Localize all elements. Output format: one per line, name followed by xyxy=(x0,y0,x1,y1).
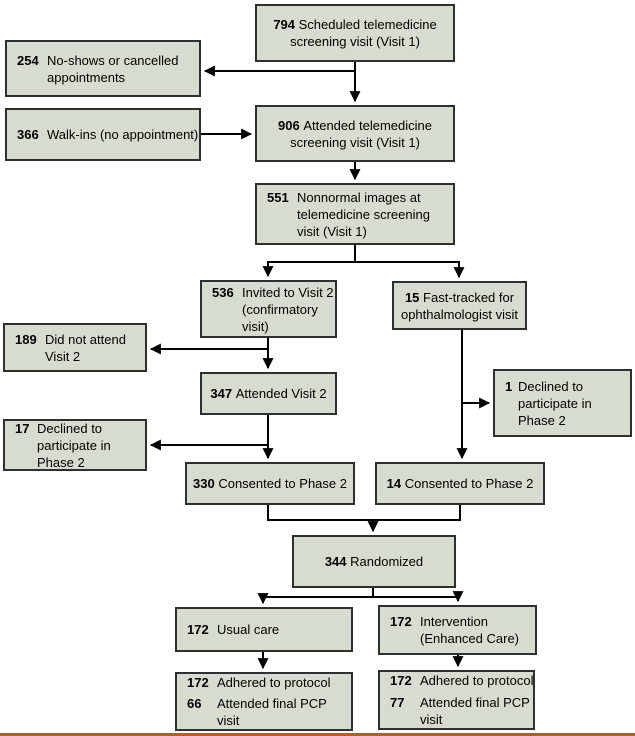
box-entry: 172 Intervention (Enhanced Care) xyxy=(380,613,535,647)
box-entry: 1 Declined to participate in Phase 2 xyxy=(495,378,630,429)
box-declined-visit2: 17 Declined to participate in Phase 2 xyxy=(3,419,147,471)
box-usual-care: 172 Usual care xyxy=(175,607,353,652)
count-value: 172 xyxy=(187,622,209,637)
count-value: 1 xyxy=(505,378,513,394)
count-value: 536 xyxy=(212,284,234,300)
count-value: 15 xyxy=(404,289,420,305)
count-value: 366 xyxy=(17,127,39,142)
count-value: 344 xyxy=(324,554,347,569)
box-nonnormal-images: 551 Nonnormal images at telemedicine scre… xyxy=(255,183,455,245)
count-value: 14 xyxy=(386,476,402,491)
count-label: Walk-ins (no appointment) xyxy=(47,127,199,142)
count-value: 66 xyxy=(187,696,202,711)
count-value: 347 xyxy=(210,386,233,401)
box-intervention: 172 Intervention (Enhanced Care) xyxy=(378,605,537,655)
count-value: 77 xyxy=(390,695,405,710)
box-entry: 66 Attended final PCP visit xyxy=(177,695,351,729)
count-value: 172 xyxy=(187,675,209,690)
box-entry: 172 Adhered to protocol xyxy=(177,674,351,691)
count-label: Randomized xyxy=(350,554,424,569)
count-label: Declined to participate in Phase 2 xyxy=(37,420,111,470)
box-usual-care-outcomes: 172 Adhered to protocol 66 Attended final … xyxy=(175,672,353,731)
count-value: 551 xyxy=(267,189,289,205)
count-label: Declined to participate in Phase 2 xyxy=(518,378,592,428)
box-entry: 17 Declined to participate in Phase 2 xyxy=(5,420,145,471)
count-label: Consented to Phase 2 xyxy=(218,476,347,491)
count-value: 172 xyxy=(390,673,412,688)
box-entry: 172 Adhered to protocol xyxy=(380,672,533,689)
box-entry: 536 Invited to Visit 2 (confirmatory visi… xyxy=(202,284,335,335)
box-invited-visit2: 536 Invited to Visit 2 (confirmatory visi… xyxy=(200,280,337,338)
box-entry: 189 Did not attend Visit 2 xyxy=(5,331,145,365)
count-value: 906 xyxy=(278,117,300,133)
box-entry: 254 No-shows or cancelled appointments xyxy=(7,52,199,86)
count-value: 794 xyxy=(273,17,296,32)
box-walk-ins: 366 Walk-ins (no appointment) xyxy=(5,108,201,161)
count-label: Scheduled telemedicine screening visit (… xyxy=(290,17,437,49)
count-label: Fast-tracked for ophthalmologist visit xyxy=(400,289,519,322)
count-label: Consented to Phase 2 xyxy=(404,476,534,491)
count-label: Attended telemedicine screening visit (V… xyxy=(290,117,432,150)
box-no-shows: 254 No-shows or cancelled appointments xyxy=(5,40,201,97)
box-entry: 551 Nonnormal images at telemedicine scre… xyxy=(257,189,453,240)
count-value: 189 xyxy=(15,331,37,347)
count-label: Attended Visit 2 xyxy=(235,386,327,401)
count-value: 254 xyxy=(17,52,39,68)
count-label: Usual care xyxy=(217,622,280,637)
bottom-border-line xyxy=(0,733,635,736)
box-did-not-attend-visit2: 189 Did not attend Visit 2 xyxy=(3,323,147,372)
connector-junction-lines xyxy=(262,245,461,598)
count-value: 330 xyxy=(193,476,215,491)
box-intervention-outcomes: 172 Adhered to protocol 77 Attended final … xyxy=(378,670,535,730)
box-entry: 366 Walk-ins (no appointment) xyxy=(7,126,199,143)
count-label: Attended final PCP visit xyxy=(420,695,530,727)
count-label: Nonnormal images at telemedicine screeni… xyxy=(297,189,430,239)
count-label: Invited to Visit 2 (confirmatory visit) xyxy=(242,284,334,334)
count-label: No-shows or cancelled appointments xyxy=(47,52,179,85)
count-label: Adhered to protocol xyxy=(217,675,331,690)
count-value: 172 xyxy=(390,614,412,629)
count-label: Attended final PCP visit xyxy=(217,696,327,728)
count-label: Did not attend Visit 2 xyxy=(45,331,126,364)
box-entry: 77 Attended final PCP visit xyxy=(380,694,533,728)
count-label: Intervention (Enhanced Care) xyxy=(420,614,519,646)
count-label: Adhered to protocol xyxy=(420,673,534,688)
box-entry: 172 Usual care xyxy=(177,621,351,638)
count-value: 17 xyxy=(15,420,30,436)
box-declined-fast-track: 1 Declined to participate in Phase 2 xyxy=(493,369,632,437)
